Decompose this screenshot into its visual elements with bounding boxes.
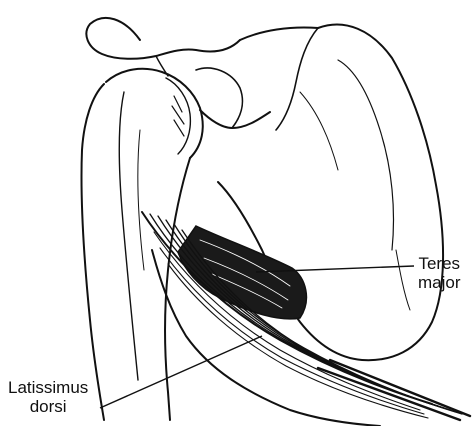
latissimus-dorsi-leader	[100, 336, 262, 408]
humeral-head	[106, 68, 270, 158]
latissimus-dorsi-label-line1: Latissimus	[8, 378, 88, 397]
teres-major-label-line1: Teres	[418, 254, 461, 273]
teres-major-label-line2: major	[418, 273, 461, 292]
teres-major-label: Teres major	[418, 254, 461, 292]
latissimus-dorsi-label: Latissimus dorsi	[8, 378, 88, 416]
latissimus-dorsi-label-line2: dorsi	[8, 397, 88, 416]
latissimus-dorsi-muscle	[142, 212, 470, 426]
humerus	[81, 84, 190, 420]
acromion	[86, 18, 318, 76]
